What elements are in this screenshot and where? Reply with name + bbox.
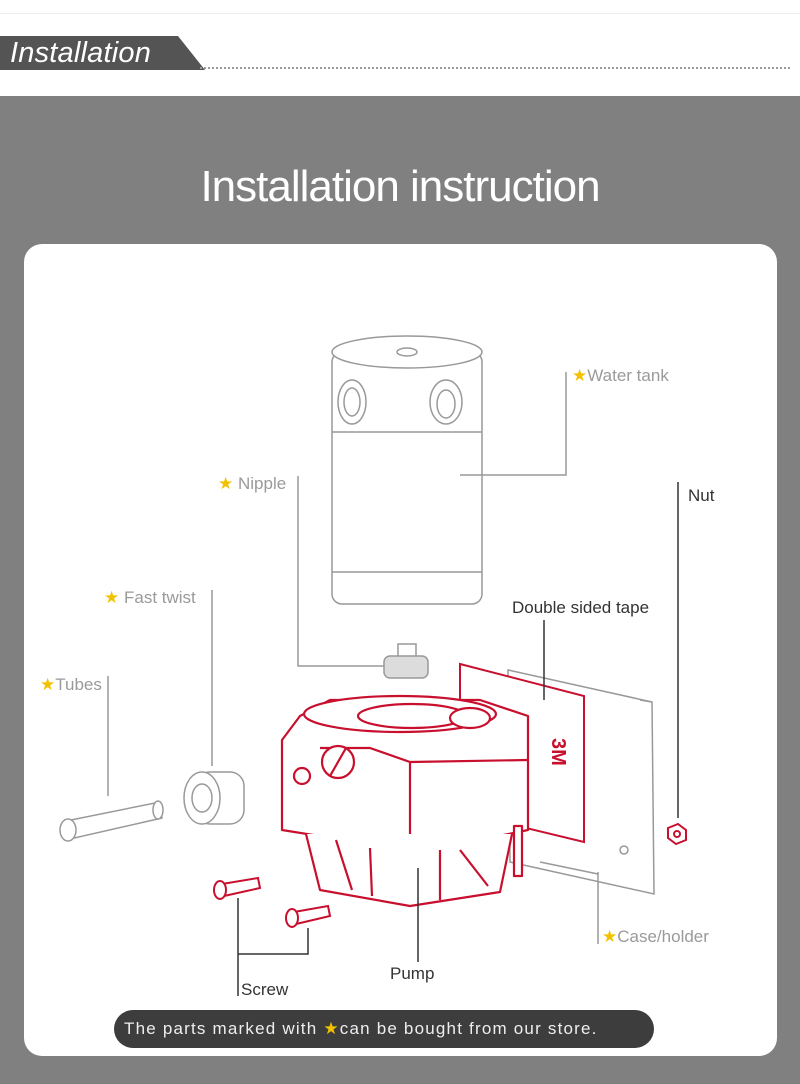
pump-illustration	[280, 694, 530, 908]
top-divider	[0, 13, 800, 14]
label-screw: Screw	[241, 980, 289, 999]
page-title: Installation instruction	[200, 162, 600, 211]
water-tank-illustration	[331, 335, 483, 605]
label-pump: Pump	[390, 964, 435, 983]
nut-illustration	[667, 822, 687, 846]
nipple-illustration	[383, 643, 429, 679]
label-nut: Nut	[688, 486, 715, 505]
header-bar: Installation	[0, 0, 800, 96]
dotted-divider	[200, 67, 790, 69]
star-icon: ★	[40, 675, 56, 694]
star-icon: ★	[218, 474, 234, 493]
label-water-tank: ★Water tank	[572, 366, 669, 385]
section-title: Installation	[10, 37, 152, 69]
label-double-sided-tape: Double sided tape	[512, 598, 650, 617]
store-notice: The parts marked with ★can be bought fro…	[114, 1010, 654, 1048]
label-tubes: ★Tubes	[40, 675, 102, 694]
section-tab	[0, 36, 205, 70]
star-icon: ★	[104, 588, 120, 607]
label-fast-twist: ★ Fast twist	[104, 588, 196, 607]
tube-illustration	[59, 800, 164, 842]
leader-lines	[107, 372, 599, 944]
star-icon: ★	[323, 1019, 340, 1038]
star-icon: ★	[602, 927, 618, 946]
star-icon: ★	[572, 366, 588, 385]
fast-twist-illustration	[183, 771, 245, 825]
label-nipple: ★ Nipple	[218, 474, 287, 493]
label-case-holder: ★Case/holder	[602, 927, 709, 946]
screw-illustrations	[213, 876, 332, 928]
leader-lines-dark	[237, 482, 679, 996]
svg-text:3M: 3M	[547, 738, 569, 766]
